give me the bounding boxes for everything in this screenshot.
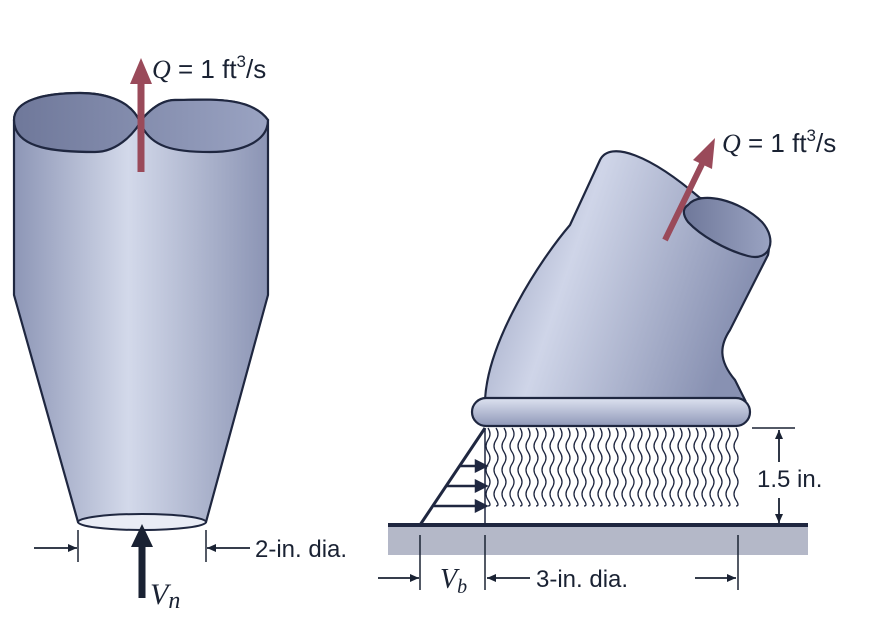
velocity-profile [418, 427, 489, 526]
right-nozzle-top-opening [682, 196, 772, 259]
left-diameter-label: 2-in. dia. [255, 536, 347, 563]
right-bottom-dimensions [378, 535, 739, 590]
left-velocity-label: Vn [150, 578, 180, 614]
right-velocity-label: Vb [440, 564, 467, 598]
height-dimension [752, 427, 795, 523]
floor-surface [388, 525, 808, 555]
right-flow-arrow-icon [662, 138, 715, 242]
left-flow-rate-label: Q = 1 ft3/s [152, 52, 266, 84]
left-nozzle: Q = 1 ft3/s Vn 2-in. dia. [12, 52, 347, 614]
left-velocity-arrow-icon [131, 524, 153, 598]
height-label: 1.5 in. [757, 466, 822, 493]
left-diameter-dimension [34, 530, 250, 562]
brush-bristles [485, 427, 739, 507]
right-flow-rate-label: Q = 1 ft3/s [722, 126, 836, 158]
right-nozzle-bent-body [483, 150, 770, 402]
right-diameter-label: 3-in. dia. [536, 566, 628, 593]
left-flow-arrow-icon [130, 58, 152, 172]
right-nozzle-rim [470, 396, 752, 428]
right-nozzle: Q = 1 ft3/s 1.5 in. Vb [378, 126, 836, 598]
